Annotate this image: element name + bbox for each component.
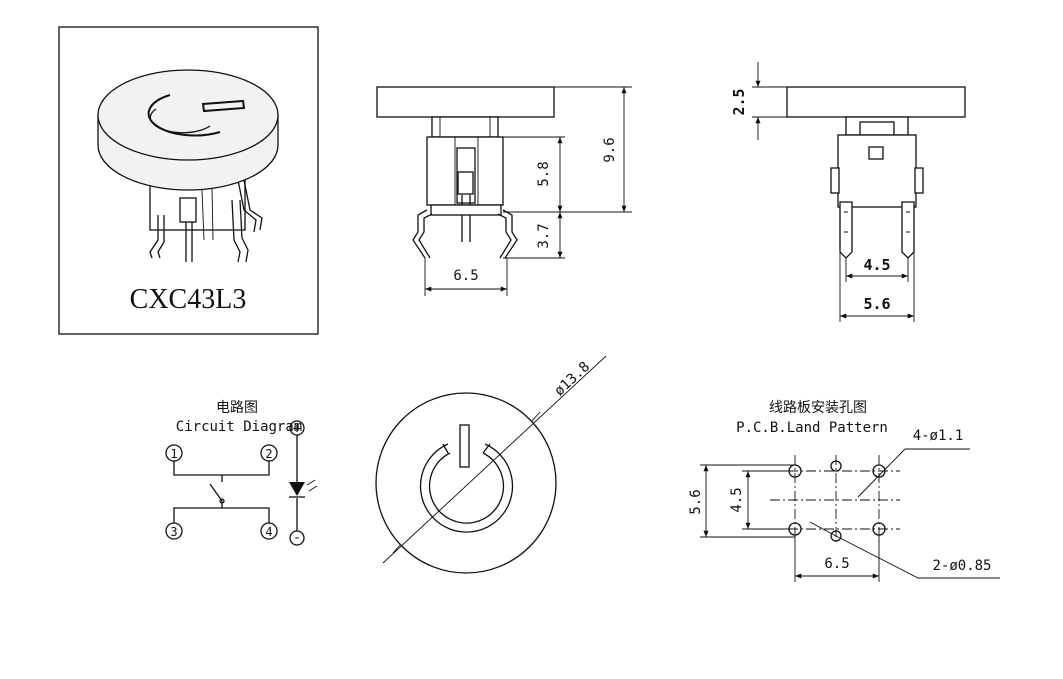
svg-text:2: 2 bbox=[265, 447, 272, 461]
circuit-switch bbox=[209, 475, 223, 508]
top-power-arc-outer bbox=[419, 443, 514, 533]
hole-small-label: 2-ø0.85 bbox=[932, 558, 991, 574]
pcb-hole-large-tr bbox=[872, 464, 886, 478]
pcb-hole-small-top bbox=[830, 460, 842, 472]
illustration-frame bbox=[58, 26, 319, 335]
illustration-cap bbox=[97, 69, 279, 191]
dim-pin-length: 3.7 bbox=[536, 223, 552, 248]
side-cap bbox=[786, 86, 966, 118]
top-power-bar bbox=[459, 424, 470, 468]
front-view: 9.6 5.8 3.7 6.5 bbox=[376, 86, 632, 296]
side-left-pin bbox=[839, 201, 853, 259]
dim-outer-pins: 5.6 bbox=[863, 295, 890, 313]
dim-total-height: 9.6 bbox=[602, 137, 618, 162]
pcb-title-en: P.C.B.Land Pattern bbox=[736, 420, 888, 436]
dim-diameter: ø13.8 bbox=[551, 359, 593, 399]
dim-body-height: 5.8 bbox=[536, 161, 552, 186]
dim-pin-span: 6.5 bbox=[453, 268, 478, 284]
dim-width: 6.5 bbox=[824, 556, 849, 572]
top-view: ø13.8 bbox=[375, 355, 607, 574]
pcb-title-cn: 线路板安装孔图 bbox=[769, 400, 867, 416]
hole-large-label: 4-ø1.1 bbox=[913, 428, 964, 444]
model-label: CXC43L3 bbox=[130, 284, 247, 315]
circuit-title-en: Circuit Diagram bbox=[176, 419, 302, 435]
product-illustration: CXC43L3 bbox=[58, 26, 319, 335]
front-right-leg bbox=[502, 209, 518, 259]
svg-text:1: 1 bbox=[170, 447, 177, 461]
svg-text:-: - bbox=[293, 530, 301, 546]
top-view-circle bbox=[375, 392, 557, 574]
led-symbol bbox=[289, 482, 305, 496]
side-body bbox=[837, 134, 917, 208]
circuit-title-cn: 电路图 bbox=[216, 400, 258, 416]
dim-height-outer: 5.6 bbox=[688, 489, 704, 514]
side-right-pin bbox=[901, 201, 915, 259]
dim-inner-pins: 4.5 bbox=[863, 256, 890, 274]
dim-cap-height: 2.5 bbox=[730, 88, 748, 115]
front-cap bbox=[376, 86, 555, 118]
front-left-leg bbox=[412, 209, 428, 259]
svg-text:4: 4 bbox=[265, 525, 272, 539]
pcb-land-pattern: 线路板安装孔图 P.C.B.Land Pattern 4-ø1.1 5.6 4.… bbox=[688, 400, 1000, 582]
pcb-hole-small-bottom bbox=[830, 530, 842, 542]
circuit-diagram: 电路图 Circuit Diagram 1 2 3 4 + - bbox=[165, 400, 318, 546]
dim-height-inner: 4.5 bbox=[729, 487, 745, 512]
svg-text:3: 3 bbox=[170, 525, 177, 539]
side-view: 2.5 4.5 5.6 bbox=[730, 62, 966, 322]
svg-text:+: + bbox=[293, 421, 301, 437]
